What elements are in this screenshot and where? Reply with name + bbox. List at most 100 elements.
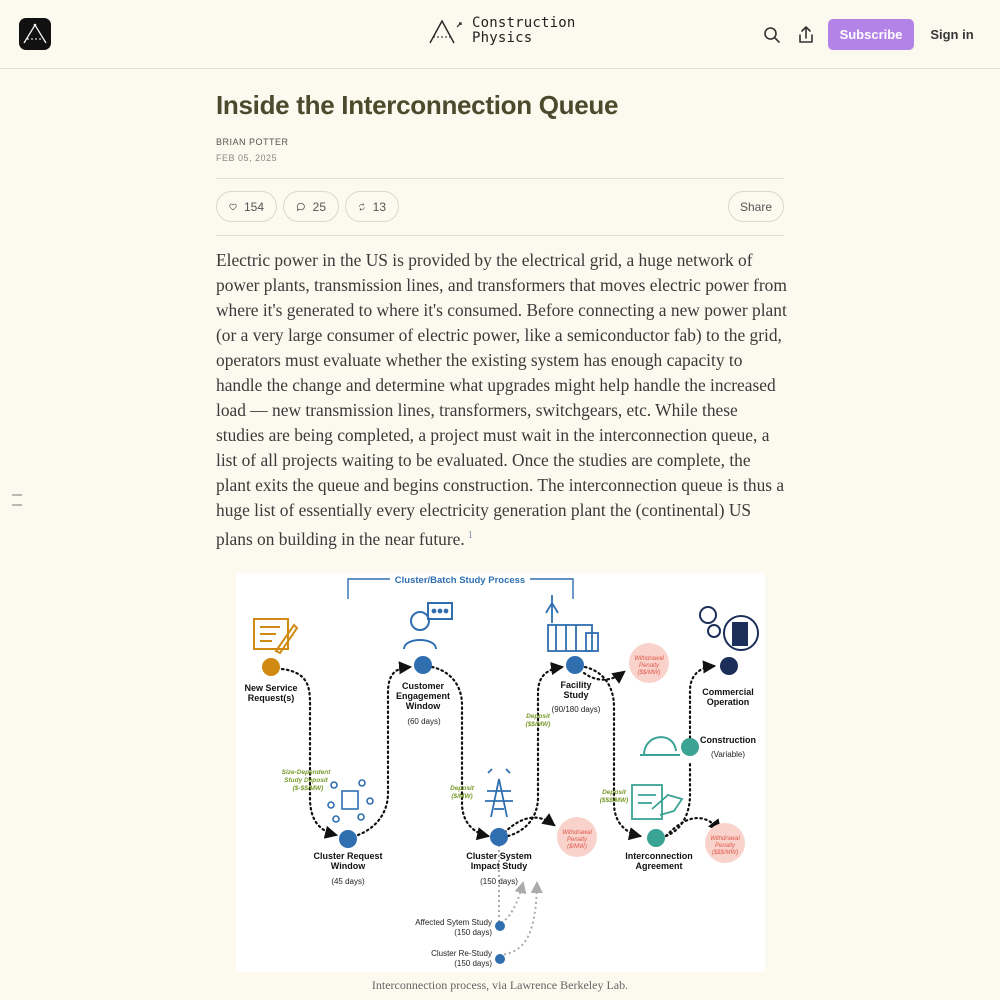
node-new-service — [262, 658, 280, 676]
step-new-service-line2: Request(s) — [248, 693, 295, 703]
publication-name: Construction Physics — [472, 16, 576, 46]
deposit-1-line3: ($-$$/MW) — [293, 785, 324, 792]
deposit-1-line1: Size-Dependent — [282, 769, 332, 776]
step-new-service-line1: New Service — [244, 683, 297, 693]
step-restudy-days: (150 days) — [454, 959, 492, 968]
restack-count: 13 — [372, 199, 386, 214]
figure-caption: Interconnection process, via Lawrence Be… — [371, 978, 629, 992]
penalty-3-label2: Penalty — [715, 843, 736, 849]
comment-count: 25 — [312, 199, 326, 214]
like-button[interactable]: 154 — [216, 191, 277, 222]
step-facility-line2: Study — [563, 690, 588, 700]
node-facility-study — [566, 656, 584, 674]
heart-icon — [229, 203, 237, 210]
node-commercial-operation — [720, 657, 738, 675]
deposit-3-line1: Deposit — [526, 713, 551, 720]
step-construction-days: (Variable) — [711, 750, 745, 759]
share-button-label: Share — [739, 199, 773, 214]
share-button[interactable]: Share — [728, 191, 784, 222]
subscribe-button[interactable]: Subscribe — [828, 19, 914, 50]
step-cluster-request-line2: Window — [331, 861, 366, 871]
step-facility-days: (90/180 days) — [552, 705, 601, 714]
interconnection-process-diagram: Cluster/Batch Study Process — [244, 573, 759, 968]
publication-logo[interactable] — [19, 18, 51, 50]
person-chat-icon — [403, 602, 453, 650]
divider-bottom — [216, 235, 784, 236]
penalty-2-label2: Penalty — [567, 837, 588, 843]
deposit-2-line1: Deposit — [450, 785, 475, 792]
deposit-4-line1: Deposit — [602, 789, 627, 796]
post-body-text: Electric power in the US is provided by … — [216, 250, 787, 549]
cluster-process-header: Cluster/Batch Study Process — [395, 575, 525, 586]
power-plant-icon — [545, 595, 599, 652]
node-cluster-request — [339, 830, 357, 848]
penalty-3-label1: Withdrawal — [710, 836, 740, 842]
publication-name-line2: Physics — [472, 30, 533, 46]
sign-in-button[interactable]: Sign in — [924, 19, 980, 50]
step-commercial-line2: Operation — [707, 697, 750, 707]
step-cluster-impact-days: (150 days) — [480, 877, 518, 886]
masthead[interactable]: Construction Physics — [428, 16, 576, 46]
deposit-1-line2: Study Deposit — [284, 777, 329, 784]
deposit-2-line2: ($/MW) — [451, 793, 472, 800]
step-cluster-impact-line1: Cluster System — [466, 851, 532, 861]
hardhat-icon — [640, 736, 680, 756]
document-pencil-icon — [253, 618, 299, 655]
step-affected-system: Affected Sytem Study — [415, 918, 492, 927]
node-affected-system — [495, 921, 505, 931]
step-cluster-request-line1: Cluster Request — [313, 851, 382, 861]
author-name[interactable]: BRIAN POTTER — [216, 137, 289, 147]
node-cluster-restudy — [495, 954, 505, 964]
step-customer-line2: Engagement — [396, 691, 450, 701]
step-restudy: Cluster Re-Study — [431, 949, 492, 958]
step-customer-line3: Window — [406, 701, 441, 711]
node-cluster-impact — [490, 828, 508, 846]
step-cluster-impact-line2: Impact Study — [471, 861, 528, 871]
divider-top — [216, 178, 784, 179]
step-affected-system-days: (150 days) — [454, 928, 492, 937]
step-construction: Construction — [700, 735, 756, 745]
masthead-logo-icon — [429, 19, 462, 44]
post-date: FEB 05, 2025 — [216, 153, 278, 163]
publication-name-line1: Construction — [472, 15, 576, 31]
step-cluster-request-days: (45 days) — [331, 877, 365, 886]
share-upload-icon — [799, 26, 813, 43]
withdrawal-penalty-1: Withdrawal Penalty ($$/MW) — [629, 643, 669, 683]
restack-button[interactable]: 13 — [345, 191, 399, 222]
search-button[interactable] — [762, 25, 782, 45]
node-construction — [681, 738, 699, 756]
comment-button[interactable]: 25 — [283, 191, 339, 222]
node-interconnection-agreement — [647, 829, 665, 847]
penalty-1-amount: ($$/MW) — [638, 670, 661, 676]
penalty-2-amount: ($/MW) — [567, 844, 587, 850]
publication-logo-icon — [23, 23, 47, 44]
transmission-tower-icon — [485, 768, 513, 818]
withdrawal-penalty-3: Withdrawal Penalty ($$$/MW) — [705, 823, 745, 863]
penalty-2-label1: Withdrawal — [562, 830, 592, 836]
comment-icon — [296, 202, 305, 211]
search-icon — [764, 27, 780, 43]
post-title: Inside the Interconnection Queue — [216, 90, 619, 120]
withdrawal-penalty-2: Withdrawal Penalty ($/MW) — [557, 817, 597, 857]
step-commercial-line1: Commercial — [702, 687, 754, 697]
footnote-link[interactable]: 1 — [467, 530, 473, 541]
penalty-3-amount: ($$$/MW) — [712, 850, 738, 856]
share-page-button[interactable] — [797, 25, 815, 45]
step-ia-line1: Interconnection — [625, 851, 693, 861]
agreement-handshake-icon — [631, 784, 684, 820]
gears-building-icon — [699, 606, 759, 651]
penalty-1-label1: Withdrawal — [634, 656, 664, 662]
top-bar: Construction Physics Subscribe Sign in — [0, 0, 1000, 69]
penalty-1-label2: Penalty — [639, 663, 660, 669]
node-customer-engagement — [414, 656, 432, 674]
step-facility-line1: Facility — [560, 680, 591, 690]
interconnection-process-figure[interactable]: Cluster/Batch Study Process — [236, 573, 765, 972]
deposit-4-line2: ($$$/MW) — [600, 797, 629, 804]
table-of-contents-icon[interactable] — [12, 493, 22, 506]
deposit-3-line2: ($$/MW) — [526, 721, 551, 728]
step-ia-line2: Agreement — [635, 861, 682, 871]
step-customer-days: (60 days) — [407, 717, 441, 726]
network-document-icon — [327, 779, 374, 823]
like-count: 154 — [243, 199, 264, 214]
post-body: Electric power in the US is provided by … — [216, 248, 788, 552]
